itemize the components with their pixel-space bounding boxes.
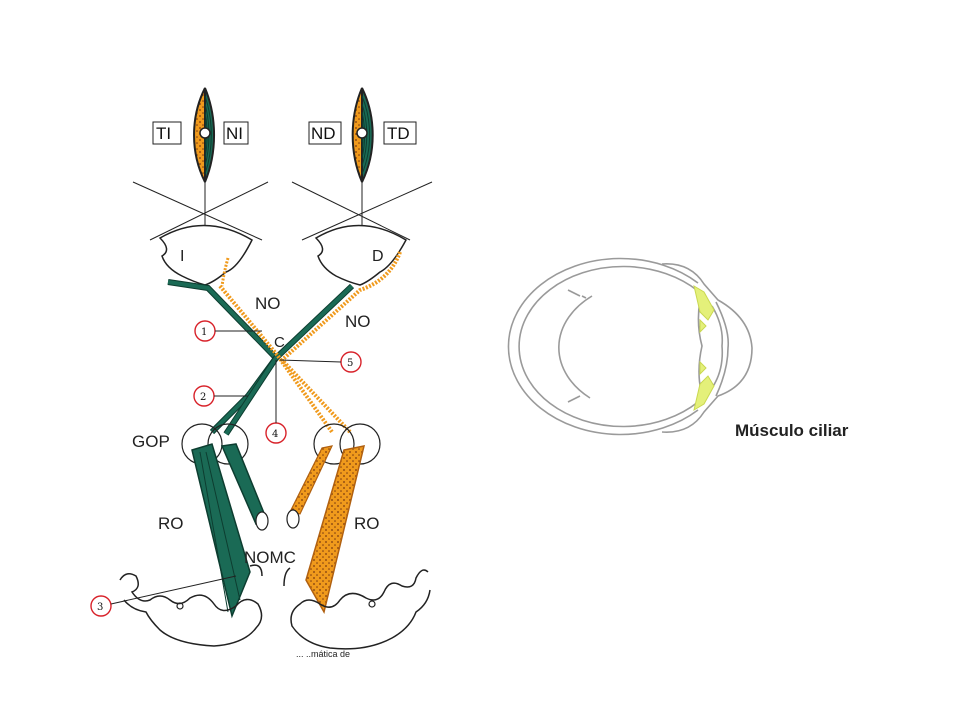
midbrain-nucleus-label: NOMC bbox=[244, 548, 296, 567]
svg-text:3: 3 bbox=[97, 602, 103, 613]
lesion-marker-1: 1 bbox=[194, 320, 262, 342]
left-fixation-point bbox=[199, 127, 211, 139]
occipital-cortex-right bbox=[283, 567, 431, 650]
cortex-right-marker bbox=[368, 600, 376, 608]
eye-label-i: I bbox=[180, 248, 184, 265]
optic-radiation-right bbox=[286, 445, 366, 615]
svg-text:5: 5 bbox=[347, 358, 353, 369]
ciliary-muscle bbox=[693, 284, 715, 412]
projection-lines bbox=[132, 181, 433, 285]
optic-nerve-left-label: NO bbox=[255, 294, 281, 313]
radiation-right-label: RO bbox=[354, 514, 380, 533]
right-fixation-point bbox=[356, 127, 368, 139]
left-temporal-half bbox=[193, 87, 206, 183]
lesion-marker-3: 3 bbox=[90, 575, 237, 617]
eye-cross-section bbox=[507, 257, 753, 436]
right-visual-field: ND TD bbox=[308, 87, 417, 183]
lesion-marker-2: 2 bbox=[193, 385, 248, 407]
left-eye: I bbox=[158, 224, 253, 286]
geniculate-label: GOP bbox=[132, 432, 170, 451]
lesion-marker-5: 5 bbox=[279, 351, 362, 373]
eye-label-d: D bbox=[372, 248, 384, 265]
radiation-left-label: RO bbox=[158, 514, 184, 533]
svg-text:1: 1 bbox=[201, 327, 207, 338]
ciliary-muscle-label: Músculo ciliar bbox=[735, 421, 849, 440]
optic-nerve-right-label: NO bbox=[345, 312, 371, 331]
optic-radiation-left bbox=[191, 443, 269, 619]
field-label-ni: NI bbox=[226, 124, 243, 143]
caption-fragment: ... ..mática de bbox=[296, 649, 350, 659]
field-label-nd: ND bbox=[311, 124, 336, 143]
field-label-ti: TI bbox=[156, 124, 171, 143]
svg-text:4: 4 bbox=[272, 429, 278, 440]
cortex-left-marker bbox=[176, 602, 184, 610]
optic-pathway: NO NO C bbox=[167, 251, 402, 436]
lesion-marker-4: 4 bbox=[265, 360, 287, 444]
svg-text:2: 2 bbox=[200, 392, 206, 403]
right-eye: D bbox=[314, 224, 407, 286]
field-label-td: TD bbox=[387, 124, 410, 143]
chiasm-label: C bbox=[274, 334, 285, 351]
occipital-cortex-left bbox=[119, 564, 263, 647]
left-visual-field: TI NI bbox=[152, 87, 249, 183]
